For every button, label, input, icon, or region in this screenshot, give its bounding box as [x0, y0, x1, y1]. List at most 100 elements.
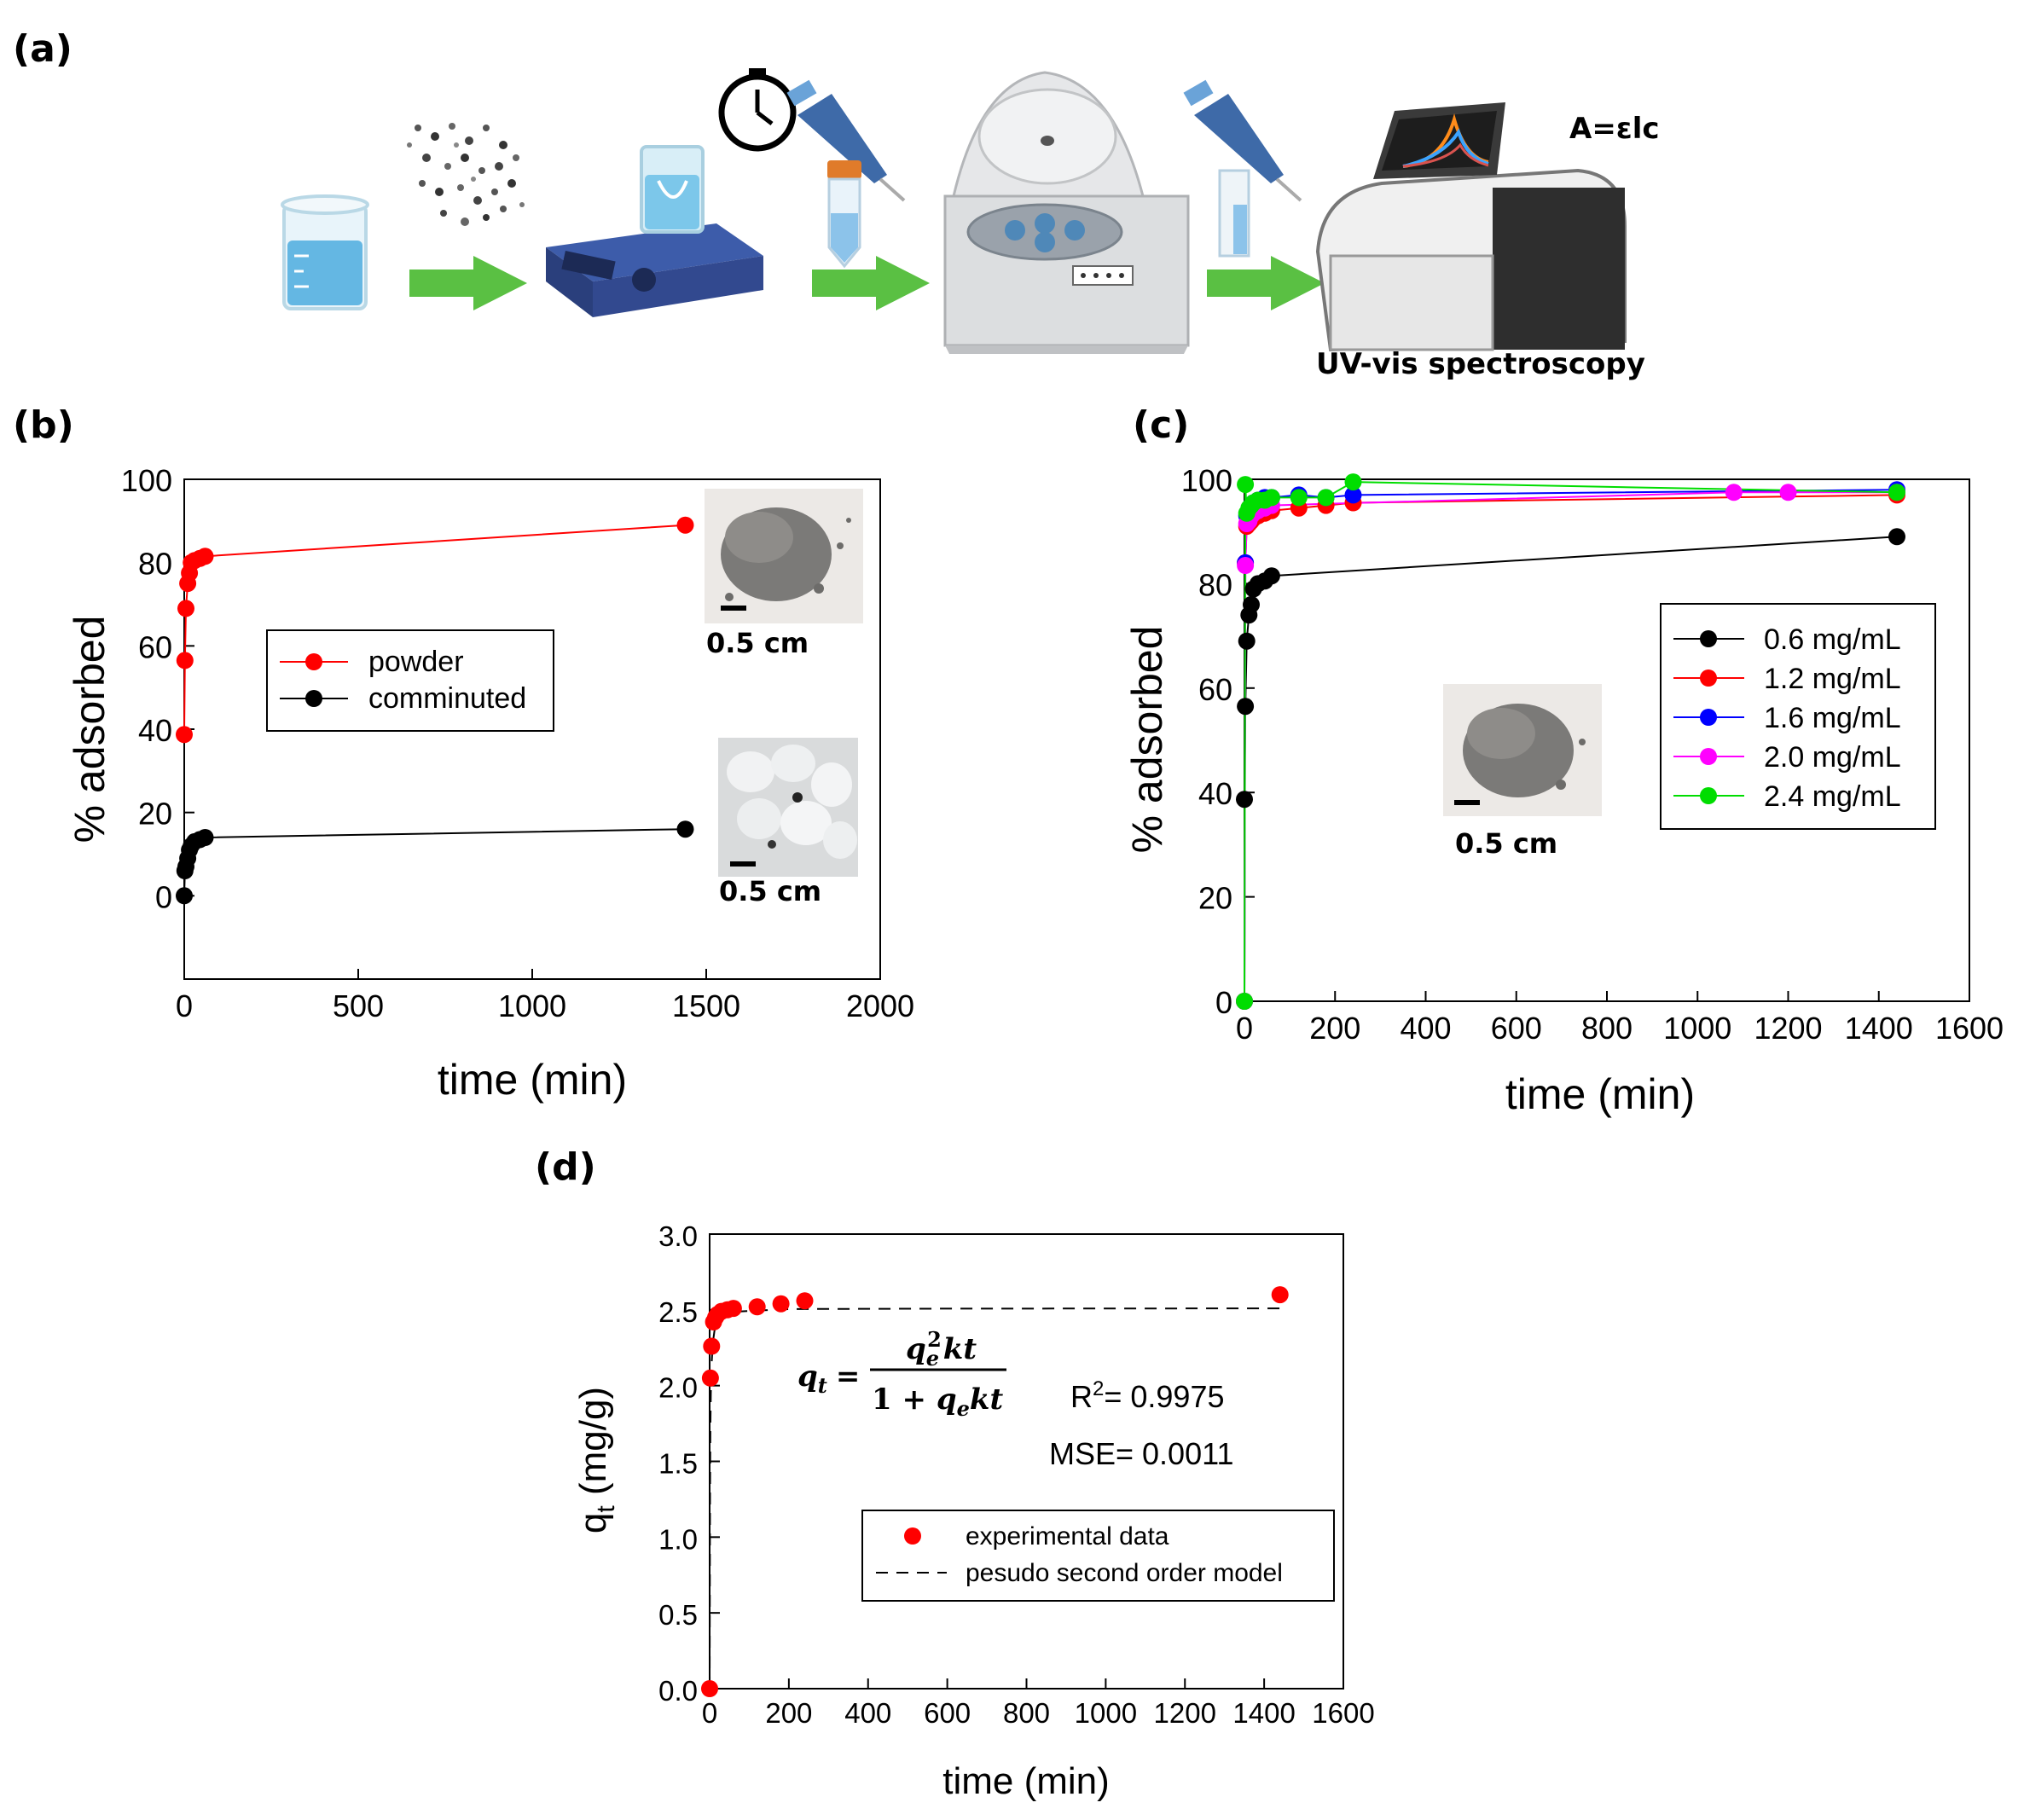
inset-photo-powder-b [705, 489, 863, 623]
data-point-experimental-data [1271, 1286, 1289, 1304]
x-tick-label: 1000 [1075, 1697, 1137, 1729]
data-point-experimental-data [772, 1295, 790, 1313]
legend-marker-comminuted [305, 690, 322, 707]
y-tick-label: 2.0 [658, 1372, 698, 1404]
legend-label-experimental: experimental data [966, 1522, 1169, 1550]
data-point-powder [676, 516, 694, 534]
spectrophotometer-icon [1315, 102, 1627, 352]
data-point-powder [177, 600, 194, 617]
data-point-2-4-mg-ml [1344, 473, 1362, 491]
data-point-0-6-mg-ml [1243, 595, 1260, 613]
x-tick-label: 600 [924, 1697, 971, 1729]
legend-label-model: pesudo second order model [966, 1559, 1283, 1587]
inset-caption-powder-c: 0.5 cm [1455, 827, 1557, 860]
inset-photo-powder-c [1443, 684, 1602, 816]
data-point-1-6-mg-ml [1344, 486, 1362, 504]
data-point-2-4-mg-ml [1888, 484, 1905, 501]
y-tick-label: 60 [138, 629, 172, 664]
y-tick-label: 0 [1215, 985, 1232, 1020]
legend-b: powder comminuted [266, 629, 554, 732]
panel-label-b: (b) [13, 403, 74, 447]
data-point-0-6-mg-ml [1238, 632, 1256, 650]
x-tick-label: 1400 [1232, 1697, 1295, 1729]
series-line-comminuted [183, 828, 686, 896]
y-tick-label: 3.0 [658, 1220, 698, 1252]
falcon-tube-icon [827, 160, 861, 269]
data-point-0-6-mg-ml [1236, 791, 1253, 809]
series-line-pesudo-second-order-model [709, 1307, 1280, 1690]
x-tick-label: 1400 [1845, 1011, 1913, 1046]
data-point-experimental-data [724, 1300, 742, 1318]
scale-bar [730, 861, 756, 867]
x-tick-label: 1600 [1935, 1011, 2004, 1046]
x-tick-label: 0 [1236, 1011, 1253, 1046]
data-point-2-0-mg-ml [1779, 484, 1797, 501]
data-point-0-6-mg-ml [1237, 698, 1255, 716]
inset-photo-comminuted-b [718, 738, 858, 877]
legend-label-1-2-mg-ml: 1.2 mg/mL [1764, 663, 1901, 695]
x-axis-title-d: time (min) [942, 1760, 1110, 1802]
data-point-comminuted [676, 820, 694, 838]
stir-plate-icon [546, 145, 763, 317]
nanoparticles-icon [407, 123, 525, 226]
y-tick-label: 2.5 [658, 1296, 698, 1328]
x-axis-title-b: time (min) [438, 1056, 627, 1104]
y-tick-label: 20 [138, 797, 172, 832]
beaker-icon [281, 194, 369, 310]
y-axis-title-c: % adsorbed [1123, 626, 1171, 854]
data-point-2-4-mg-ml [1317, 489, 1335, 507]
legend-label-comminuted: comminuted [368, 682, 526, 715]
x-axis-title-c: time (min) [1505, 1070, 1695, 1118]
pipette-icon [786, 79, 906, 202]
scale-bar [1454, 800, 1480, 805]
data-point-2-4-mg-ml [1236, 993, 1253, 1010]
y-tick-label: 80 [138, 547, 172, 582]
y-tick-label: 100 [121, 463, 172, 498]
y-tick-label: 80 [1198, 567, 1232, 602]
y-tick-label: 40 [138, 713, 172, 748]
y-tick-label: 100 [1181, 463, 1232, 498]
x-tick-label: 400 [1400, 1011, 1451, 1046]
x-tick-label: 500 [333, 988, 384, 1023]
mse-label: MSE= 0.0011 [1049, 1436, 1233, 1471]
uv-vis-caption: UV-vis spectroscopy [1316, 347, 1645, 381]
legend-label-1-6-mg-ml: 1.6 mg/mL [1764, 702, 1901, 734]
cuvette-icon [1218, 169, 1250, 258]
flow-arrow-2 [812, 256, 930, 310]
x-tick-label: 1000 [1663, 1011, 1731, 1046]
inset-caption-powder-b: 0.5 cm [706, 627, 809, 659]
data-point-0-6-mg-ml [1262, 567, 1280, 585]
data-point-2-0-mg-ml [1237, 557, 1255, 574]
data-point-powder [176, 652, 194, 669]
x-tick-label: 1500 [672, 988, 740, 1023]
legend-d: experimental data pesudo second order mo… [861, 1510, 1335, 1602]
data-point-0-6-mg-ml [1888, 528, 1905, 546]
y-tick-label: 40 [1198, 776, 1232, 811]
y-axis-title-b: % adsorbed [66, 616, 113, 843]
x-tick-label: 0 [702, 1697, 717, 1729]
y-axis-title-d: qt (mg/g) [572, 1387, 620, 1533]
legend-marker-powder [305, 653, 322, 670]
r-squared-label: R2= 0.9975 [1070, 1377, 1225, 1414]
legend-marker-experimental [904, 1527, 921, 1545]
flow-arrow-3 [1207, 256, 1325, 310]
panel-label-d: (d) [535, 1145, 596, 1189]
svg-text:qt=: qt= [797, 1359, 860, 1398]
panel-label-a: (a) [13, 27, 72, 71]
panel-label-c: (c) [1133, 403, 1189, 447]
y-tick-label: 0 [155, 879, 172, 914]
x-tick-label: 400 [844, 1697, 891, 1729]
legend-label-powder: powder [368, 646, 464, 678]
y-tick-label: 20 [1198, 881, 1232, 916]
inset-caption-comminuted-b: 0.5 cm [719, 875, 821, 907]
legend-marker-0-6-mg-ml [1700, 630, 1717, 647]
model-equation: qt= qe2kt 1 + qekt [797, 1327, 1006, 1421]
x-tick-label: 1000 [498, 988, 566, 1023]
y-tick-label: 0.5 [658, 1599, 698, 1631]
data-point-powder [196, 548, 214, 565]
x-tick-label: 800 [1003, 1697, 1050, 1729]
legend-marker-2-0-mg-ml [1700, 748, 1717, 765]
